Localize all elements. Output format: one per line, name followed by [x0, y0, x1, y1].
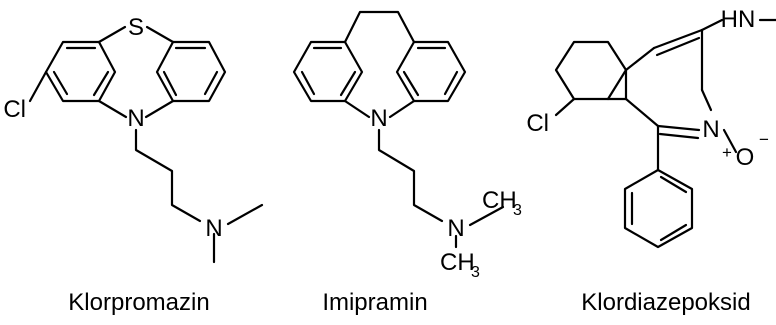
positive-charge: + — [722, 143, 732, 162]
amine-nitrogen-label: N — [447, 215, 464, 242]
methyl-label-2: CH — [440, 249, 475, 276]
klorpromazin-bonds — [28, 25, 264, 264]
amine-nitrogen-label: N — [205, 215, 222, 242]
imipramin-bonds — [292, 10, 505, 249]
molecule-klorpromazin: S Cl N N Klorpromazin — [3, 14, 264, 316]
amine-label: HN — [721, 6, 756, 33]
klordiazepoksid-labels: HN Cl N + O − — [526, 6, 769, 171]
imipramin-labels: N N CH 3 CH 3 — [370, 105, 522, 281]
methyl-subscript-2: 3 — [471, 264, 480, 281]
methyl-subscript-1: 3 — [513, 202, 522, 219]
nitrogen-label: N — [702, 116, 719, 143]
molecule-imipramin: N N CH 3 CH 3 Imipramin — [292, 10, 522, 316]
negative-charge: − — [759, 130, 769, 149]
methyl-label-1: CH — [482, 187, 517, 214]
chlorine-label: Cl — [3, 96, 26, 123]
molecule-name-klorpromazin: Klorpromazin — [68, 289, 209, 316]
klordiazepoksid-bonds — [554, 18, 776, 249]
ring-nitrogen-label: N — [127, 105, 144, 132]
ring-nitrogen-label: N — [370, 105, 387, 132]
molecule-name-klordiazepoksid: Klordiazepoksid — [581, 289, 750, 316]
molecule-name-imipramin: Imipramin — [322, 289, 427, 316]
sulfur-label: S — [128, 14, 144, 41]
chlorine-label: Cl — [526, 110, 549, 137]
klorpromazin-labels: S Cl N N — [3, 14, 222, 242]
oxygen-label: O — [736, 144, 755, 171]
molecule-klordiazepoksid: HN Cl N + O − Klordiazepoksid — [526, 6, 776, 316]
